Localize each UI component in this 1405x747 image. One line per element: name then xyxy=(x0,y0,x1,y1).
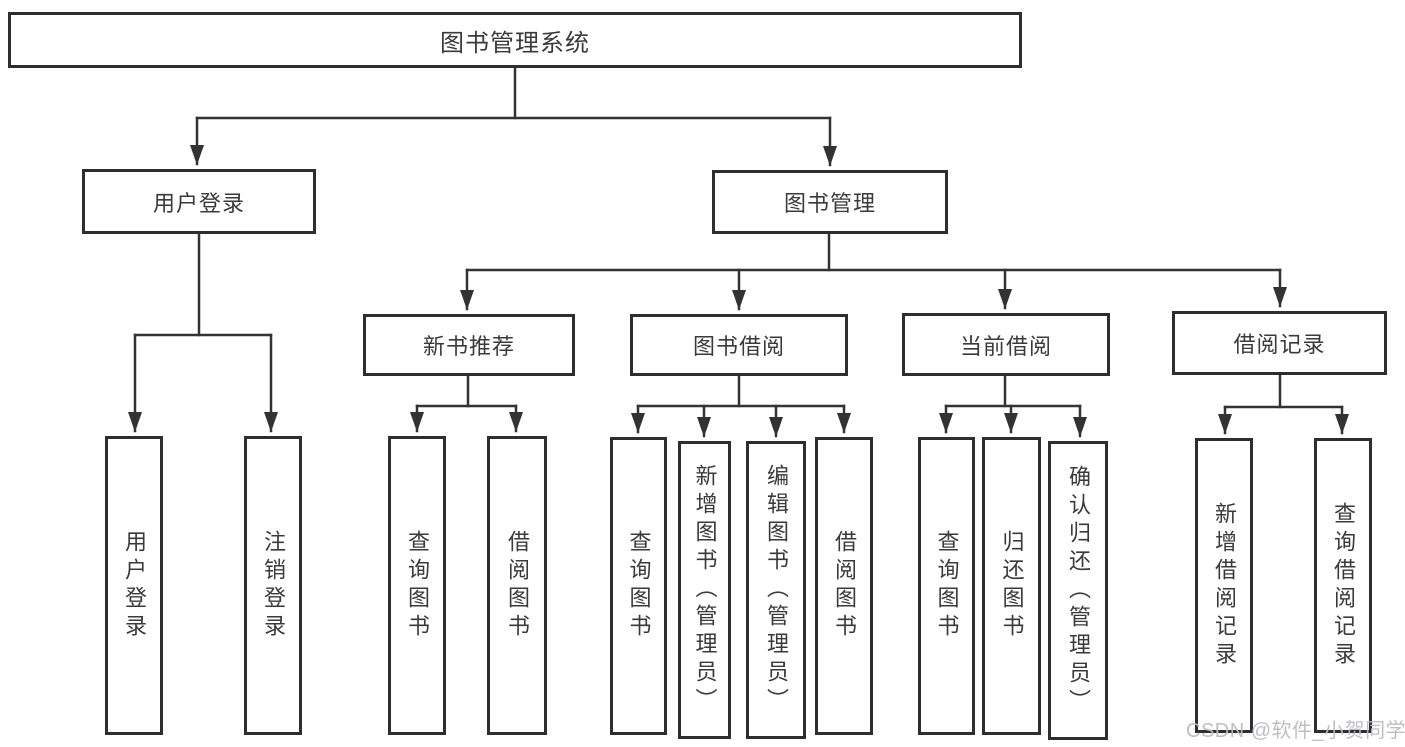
node-current-borrowing: 当前借阅 xyxy=(902,313,1110,376)
node-book-borrowing: 图书借阅 xyxy=(630,314,848,376)
node-library-system: 图书管理系统 xyxy=(8,12,1022,68)
leaf-current-query-books: 查询图书 xyxy=(918,437,975,735)
node-new-book-recommend: 新书推荐 xyxy=(363,314,575,376)
leaf-logout: 注销登录 xyxy=(244,436,302,735)
leaf-borrowing-query-books: 查询图书 xyxy=(610,437,667,735)
leaf-current-return-books: 归还图书 xyxy=(982,437,1041,735)
leaf-records-query-record: 查询借阅记录 xyxy=(1314,438,1372,733)
leaf-current-confirm-return-admin: 确认归还（管理员） xyxy=(1048,441,1108,740)
leaf-borrowing-add-books-admin: 新增图书（管理员） xyxy=(678,441,731,739)
node-user-login: 用户登录 xyxy=(82,169,316,234)
leaf-newbooks-borrow-books: 借阅图书 xyxy=(487,436,547,735)
leaf-records-add-record: 新增借阅记录 xyxy=(1195,438,1253,733)
leaf-newbooks-query-books: 查询图书 xyxy=(388,436,446,735)
node-book-management: 图书管理 xyxy=(712,170,948,234)
node-borrow-records: 借阅记录 xyxy=(1172,311,1387,375)
csdn-watermark: CSDN @软件_小贺同学 xyxy=(1186,720,1405,742)
leaf-borrowing-edit-books-admin: 编辑图书（管理员） xyxy=(746,441,806,739)
leaf-borrowing-borrow-books: 借阅图书 xyxy=(815,437,873,735)
leaf-user-login: 用户登录 xyxy=(105,436,163,735)
